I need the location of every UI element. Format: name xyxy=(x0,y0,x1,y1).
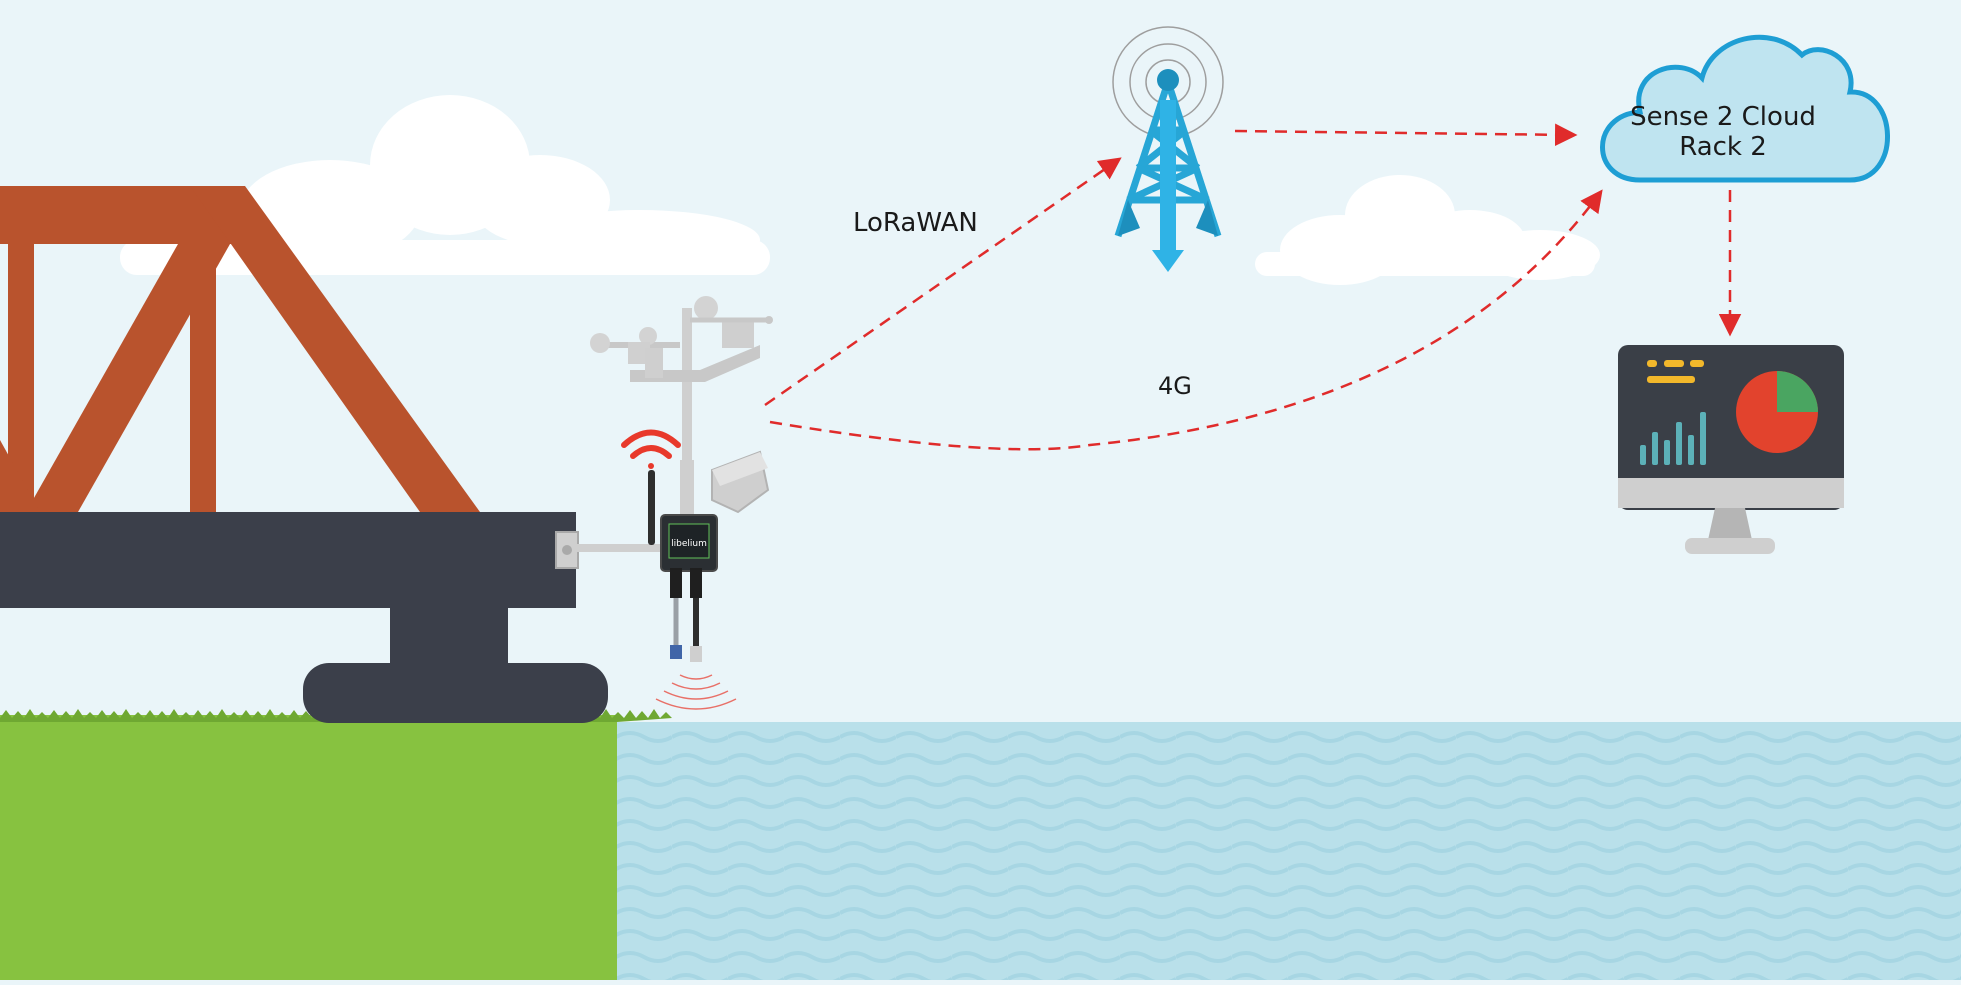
cloud-label: Sense 2 Cloud Rack 2 xyxy=(1608,102,1838,162)
arrow-sensor-to-cloud xyxy=(769,189,1603,451)
arrow-tower-to-cloud xyxy=(1234,123,1578,147)
bridge-deck xyxy=(0,512,608,723)
bridge-icon xyxy=(0,186,608,723)
wifi-signal-icon xyxy=(621,429,681,469)
data-flow-arrows xyxy=(764,123,1742,451)
lorawan-label: LoRaWAN xyxy=(853,208,978,238)
arrow-sensor-to-tower xyxy=(764,157,1122,407)
cloud-label-line2: Rack 2 xyxy=(1679,132,1767,162)
bridge-truss xyxy=(0,186,480,512)
river-water xyxy=(615,722,1961,980)
cell-tower-icon xyxy=(1112,26,1224,272)
sonar-waves-icon xyxy=(655,674,737,710)
cellular-4g-label: 4G xyxy=(1158,372,1192,400)
device-logo: libelium xyxy=(671,539,707,549)
background-cloud xyxy=(1255,175,1600,285)
cloud-label-line1: Sense 2 Cloud xyxy=(1630,102,1816,132)
monitor-dashboard-icon xyxy=(1618,345,1844,554)
weather-station-icon: libelium xyxy=(555,296,773,662)
cloud-icon xyxy=(1600,34,1890,183)
grass-bank xyxy=(0,709,672,980)
